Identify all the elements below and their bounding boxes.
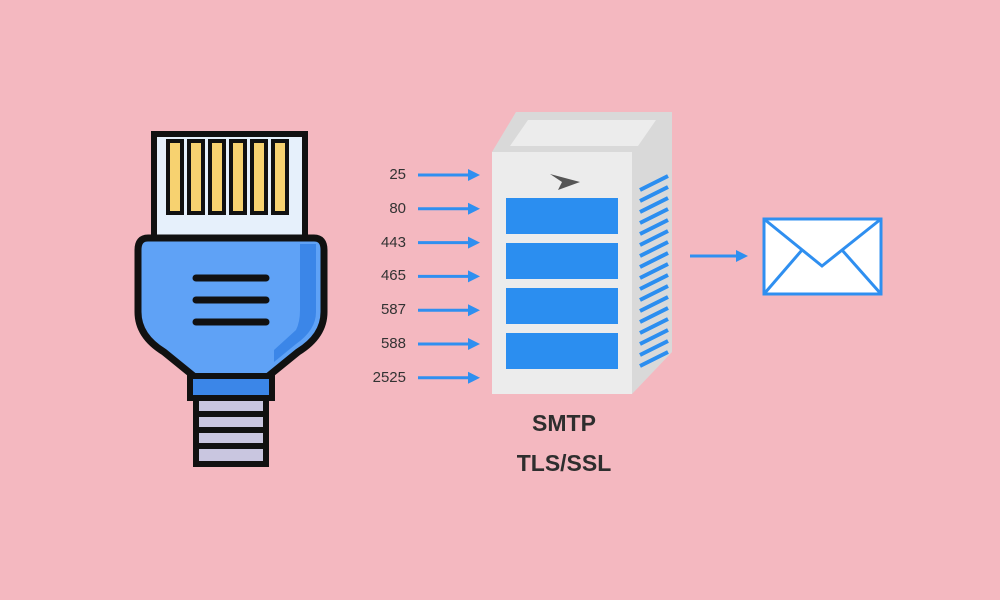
output-arrow	[690, 250, 748, 262]
protocol-label: SMTP	[532, 410, 596, 436]
vent-stripe	[639, 196, 669, 214]
port-arrow-head	[468, 371, 480, 384]
port-label: 443	[380, 233, 406, 251]
port-label: 465	[380, 267, 406, 285]
server-side-vents	[639, 174, 669, 368]
security-label: TLS/SSL	[516, 450, 612, 476]
port-label: 80	[389, 199, 406, 217]
paper-plane-icon	[550, 174, 580, 190]
port-label: 587	[380, 301, 406, 319]
plug-neck	[187, 373, 275, 401]
port-arrows	[418, 169, 480, 384]
vent-stripe	[639, 306, 669, 324]
port-arrow-head	[468, 236, 480, 249]
port-arrow-head	[468, 304, 480, 317]
vent-stripe	[639, 295, 669, 313]
port-arrow-head	[468, 169, 480, 181]
vent-stripe	[639, 317, 669, 335]
vent-stripe	[639, 229, 669, 247]
server-slots	[506, 198, 618, 369]
ethernet-plug-icon	[134, 131, 328, 467]
plug-body	[134, 234, 328, 382]
envelope-icon	[762, 217, 883, 296]
plug-shading	[274, 244, 316, 362]
vent-stripe	[639, 273, 669, 291]
mail-server-icon	[492, 112, 672, 394]
vent-stripe	[639, 174, 669, 192]
grip-lines	[192, 274, 270, 326]
port-label: 25	[389, 166, 406, 183]
vent-stripe	[639, 185, 669, 203]
server-top-panel	[510, 120, 656, 146]
vent-stripe	[639, 328, 669, 346]
port-label: 2525	[372, 368, 406, 386]
vent-stripe	[639, 240, 669, 258]
port-arrow-head	[468, 270, 480, 283]
vent-stripe	[639, 262, 669, 280]
connector-pins	[166, 139, 289, 215]
vent-stripe	[639, 284, 669, 302]
port-label: 588	[380, 335, 406, 352]
vent-stripe	[639, 339, 669, 357]
vent-stripe	[639, 251, 669, 269]
cable-ferrule	[193, 395, 269, 467]
port-arrow-head	[468, 338, 480, 350]
port-arrow-head	[468, 202, 480, 215]
vent-stripe	[639, 218, 669, 236]
vent-stripe	[639, 207, 669, 225]
vent-stripe	[639, 350, 669, 368]
